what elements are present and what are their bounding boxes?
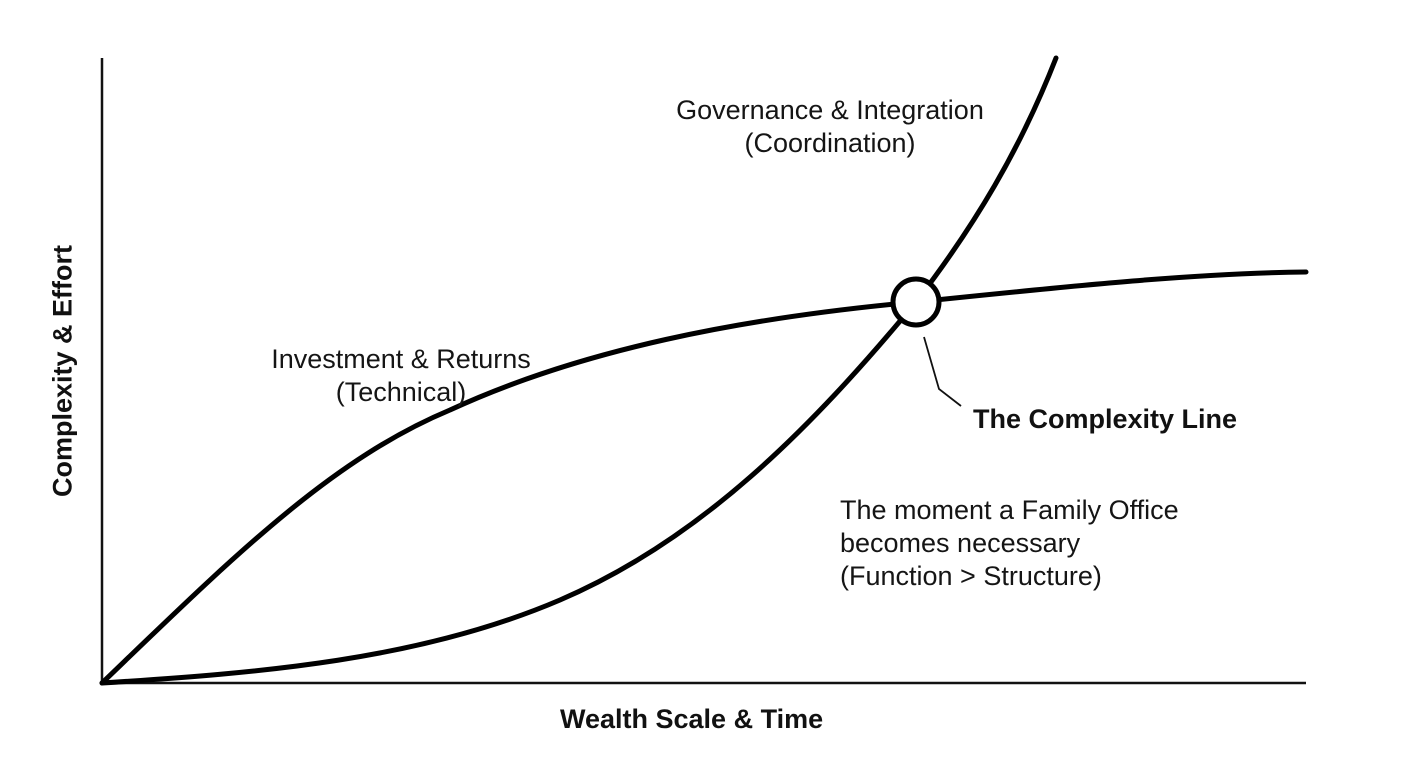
y-axis-title: Complexity & Effort: [47, 244, 78, 498]
description-line1: The moment a Family Office: [840, 495, 1179, 525]
x-axis-title: Wealth Scale & Time: [560, 704, 824, 734]
governance-integration-curve: [99, 55, 1059, 686]
investment-label-line1: Investment & Returns: [271, 344, 531, 374]
description-line2: becomes necessary: [840, 528, 1081, 558]
annotation-leader-line: [923, 336, 962, 407]
complexity-line-marker: [890, 276, 942, 328]
complexity-line-title: The Complexity Line: [973, 404, 1238, 434]
complexity-line-description: The moment a Family Office becomes neces…: [840, 494, 1179, 593]
governance-series-label: Governance & Integration (Coordination): [655, 94, 1005, 160]
investment-series-label: Investment & Returns (Technical): [250, 343, 552, 409]
investment-returns-curve: [99, 269, 1309, 686]
governance-label-line2: (Coordination): [744, 128, 916, 158]
governance-label-line1: Governance & Integration: [676, 95, 984, 125]
description-line3: (Function > Structure): [840, 561, 1102, 591]
investment-label-line2: (Technical): [335, 377, 467, 407]
